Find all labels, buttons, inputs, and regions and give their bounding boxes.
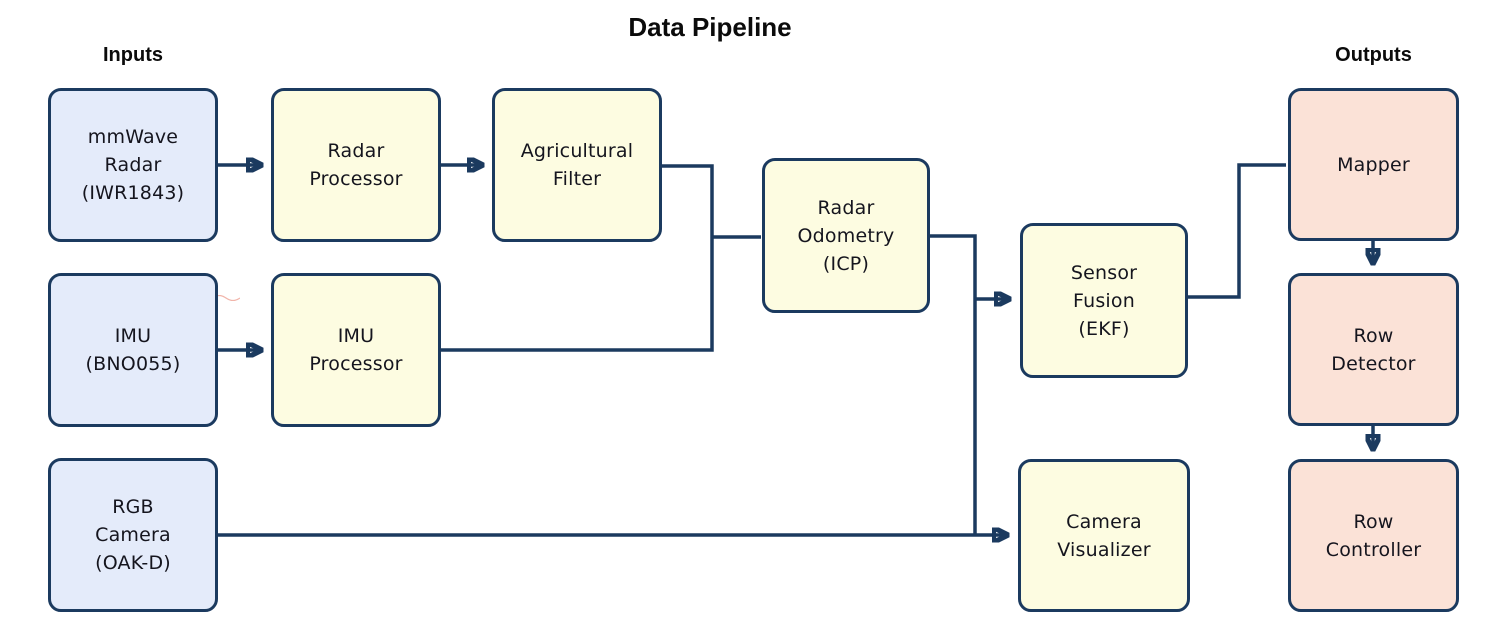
inputs-group-label: Inputs [103, 44, 163, 66]
diagram-title: Data Pipeline [628, 12, 792, 42]
node-row-detector: Row Detector [1288, 273, 1459, 426]
node-agricultural-filter: Agricultural Filter [492, 88, 662, 242]
node-mmwave-radar-label: mmWave Radar (IWR1843) [81, 126, 185, 204]
outputs-group-label: Outputs [1335, 44, 1412, 66]
node-imu-processor: IMU Processor [271, 273, 441, 427]
node-agricultural-filter-label: Agricultural Filter [520, 140, 634, 190]
node-sensor-fusion: Sensor Fusion (EKF) [1020, 223, 1188, 378]
edge-sensor-fusion-to-mapper [1188, 163, 1286, 299]
node-row-controller-label: Row Controller [1325, 510, 1422, 561]
node-sensor-fusion-label: Sensor Fusion (EKF) [1070, 261, 1138, 340]
node-mapper-label: Mapper [1337, 153, 1410, 176]
node-row-detector-label: Row Detector [1331, 324, 1416, 375]
edge-radar-odometry-channel-down [930, 234, 977, 535]
edge-channel-agfilter-imuprocessor [441, 164, 714, 352]
node-radar-odometry: Radar Odometry (ICP) [762, 158, 930, 313]
node-mmwave-radar: mmWave Radar (IWR1843) [48, 88, 240, 301]
node-imu-processor-label: IMU Processor [309, 325, 403, 375]
node-imu-label: IMU (BNO055) [85, 325, 181, 375]
node-rgb-camera: RGB Camera (OAK-D) [48, 458, 218, 612]
node-radar-odometry-label: Radar Odometry (ICP) [797, 196, 895, 275]
node-mapper: Mapper [1288, 88, 1459, 241]
node-camera-visualizer-label: Camera Visualizer [1057, 510, 1151, 561]
node-row-controller: Row Controller [1288, 459, 1459, 612]
node-radar-processor-label: Radar Processor [309, 140, 403, 190]
node-rgb-camera-label: RGB Camera (OAK-D) [95, 496, 171, 574]
node-imu: IMU (BNO055) [48, 273, 218, 427]
node-camera-visualizer: Camera Visualizer [1018, 459, 1190, 612]
node-radar-processor: Radar Processor [271, 88, 441, 242]
